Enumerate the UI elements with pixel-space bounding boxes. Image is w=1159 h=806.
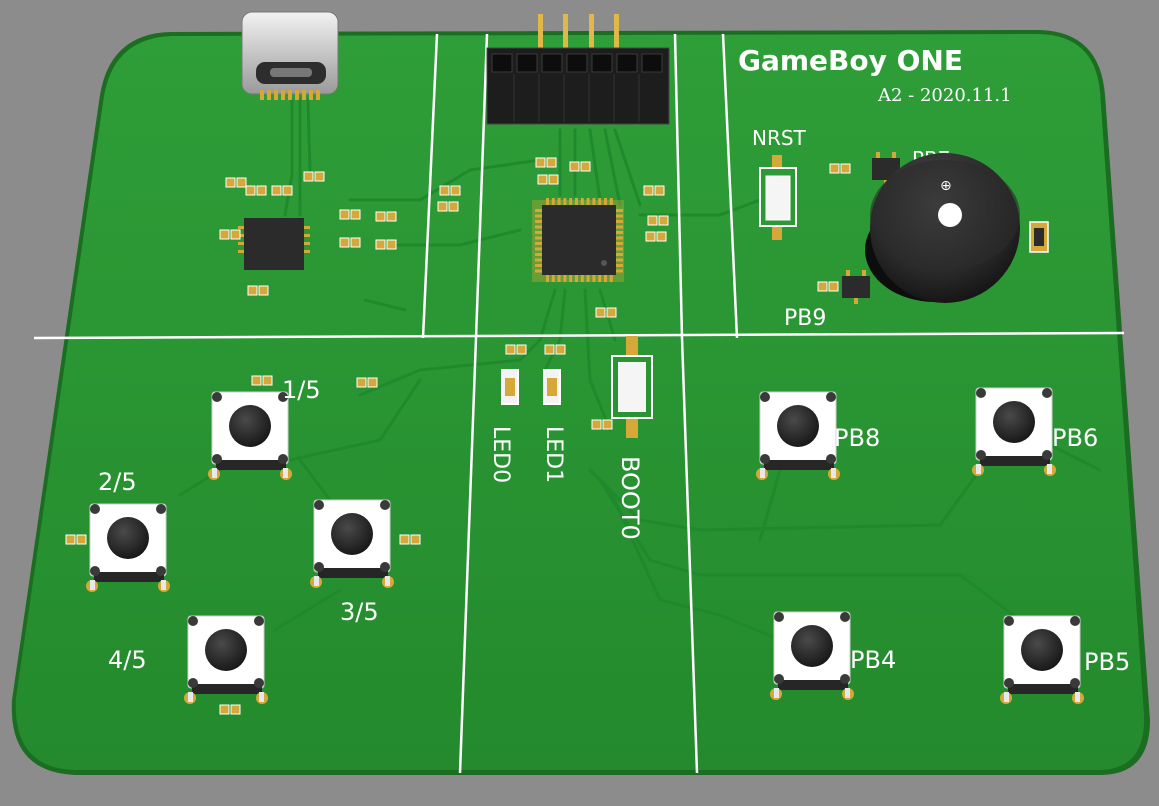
button-4-5[interactable] xyxy=(183,615,269,705)
board-version: A2 - 2020.11.1 xyxy=(877,85,1012,106)
transistor-pb9 xyxy=(842,270,870,304)
pb8-label: PB8 xyxy=(834,424,880,452)
led1 xyxy=(543,369,561,405)
pb6-label: PB6 xyxy=(1052,424,1098,452)
board-title: GameBoy ONE xyxy=(738,44,963,77)
dpad-1-label: 1/5 xyxy=(282,376,321,404)
buzzer: ⊕ xyxy=(865,153,1020,303)
pb9-label: PB9 xyxy=(784,306,826,331)
dpad-3-label: 3/5 xyxy=(340,598,379,626)
copper-traces xyxy=(178,98,1102,642)
dpad-4-label: 4/5 xyxy=(108,646,147,674)
button-3-5[interactable] xyxy=(309,499,395,589)
boot0-label: BOOT0 xyxy=(616,456,644,540)
led1-label: LED1 xyxy=(541,426,566,483)
nrst-switch xyxy=(759,155,797,240)
button-pb4[interactable] xyxy=(769,611,855,701)
buzzer-passive xyxy=(1029,221,1049,253)
button-pb6[interactable] xyxy=(971,387,1057,477)
led0-label: LED0 xyxy=(488,426,513,483)
section-dividers xyxy=(33,33,1125,774)
lqfp48-mcu xyxy=(532,198,624,282)
pb4-label: PB4 xyxy=(850,646,896,674)
qfn-ic xyxy=(238,218,310,270)
pb5-label: PB5 xyxy=(1084,648,1130,676)
button-1-5[interactable] xyxy=(207,391,293,481)
board xyxy=(15,34,1145,770)
dpad-2-label: 2/5 xyxy=(98,468,137,496)
pin-header-7 xyxy=(486,14,670,125)
nrst-label: NRST xyxy=(752,126,807,150)
button-pb5[interactable] xyxy=(999,615,1085,705)
led0 xyxy=(501,369,519,405)
svg-text:⊕: ⊕ xyxy=(940,178,952,194)
button-2-5[interactable] xyxy=(85,503,171,593)
boot0-switch xyxy=(611,336,653,438)
button-pb8[interactable] xyxy=(755,391,841,481)
usb-c-connector xyxy=(241,11,339,100)
